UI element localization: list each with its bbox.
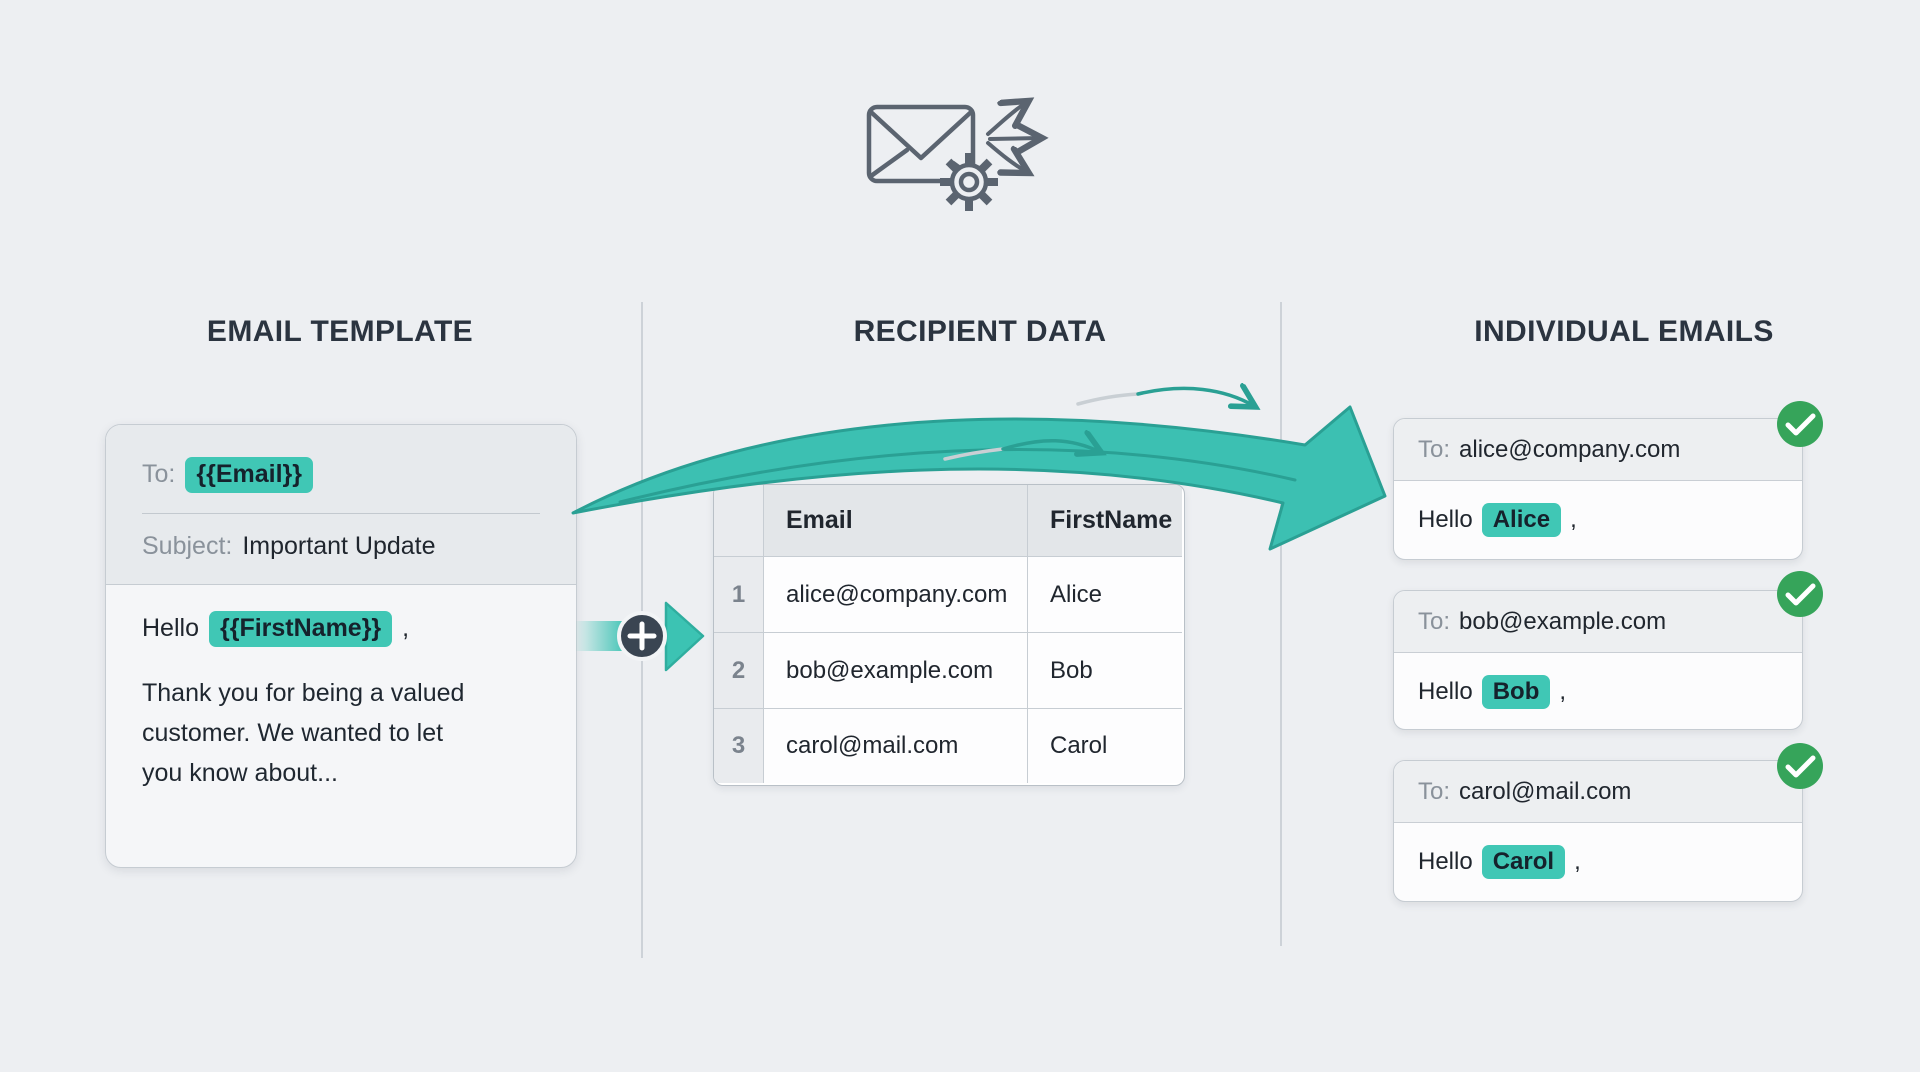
row-number: 2 — [714, 633, 764, 709]
table-corner-cell — [714, 485, 764, 557]
email-address: carol@mail.com — [1459, 777, 1632, 805]
cell-firstname: Alice — [1028, 557, 1182, 633]
to-label: To: — [1418, 607, 1451, 635]
greeting-prefix: Hello — [1418, 848, 1473, 875]
email-card-bob: To: bob@example.com Hello Bob , — [1393, 590, 1803, 730]
row-number: 1 — [714, 557, 764, 633]
row-number: 3 — [714, 709, 764, 783]
fade-band — [576, 621, 622, 651]
merge-plus-group — [576, 601, 705, 672]
body-line: customer. We wanted to let — [142, 718, 444, 747]
motion-arrow-bottom — [943, 441, 1100, 461]
merged-name-chip: Bob — [1481, 674, 1551, 710]
body-line: you know about... — [142, 758, 338, 787]
email-placeholder-chip: {{Email}} — [185, 457, 313, 493]
greeting-suffix: , — [402, 614, 410, 643]
column-divider-right — [1280, 302, 1282, 946]
email-template-card: To: {{Email}} Subject: Important Update … — [105, 424, 577, 868]
heading-email-template: EMAIL TEMPLATE — [206, 315, 474, 348]
email-card-body: Hello Alice , — [1394, 481, 1802, 559]
motion-arrow-top — [1076, 388, 1254, 406]
fan-arrows-icon — [986, 102, 1040, 172]
email-address: bob@example.com — [1459, 607, 1667, 635]
template-card-header: To: {{Email}} Subject: Important Update — [106, 425, 576, 585]
to-label: To: — [142, 460, 176, 489]
cell-firstname: Bob — [1028, 633, 1182, 709]
cell-email: carol@mail.com — [764, 709, 1028, 783]
greeting-suffix: , — [1574, 848, 1581, 875]
email-card-header: To: alice@company.com — [1394, 419, 1802, 481]
to-label: To: — [1418, 777, 1451, 805]
cell-email: alice@company.com — [764, 557, 1028, 633]
table-header-firstname: FirstName — [1028, 485, 1182, 557]
table-header-email: Email — [764, 485, 1028, 557]
merged-name-chip: Carol — [1481, 844, 1566, 880]
email-card-header: To: bob@example.com — [1394, 591, 1802, 653]
greeting-prefix: Hello — [142, 614, 199, 643]
firstname-placeholder-chip: {{FirstName}} — [208, 611, 393, 647]
template-to-line: To: {{Email}} — [142, 425, 540, 493]
email-card-body: Hello Carol , — [1394, 823, 1802, 901]
email-card-carol: To: carol@mail.com Hello Carol , — [1393, 760, 1803, 902]
body-line: Thank you for being a valued — [142, 678, 465, 707]
to-label: To: — [1418, 435, 1451, 463]
subject-label: Subject: — [142, 531, 233, 560]
greeting-suffix: , — [1559, 678, 1567, 705]
template-body-text: Thank you for being a valued customer. W… — [142, 673, 540, 793]
gear-icon — [940, 153, 998, 211]
envelope-icon — [866, 104, 976, 184]
template-subject-line: Subject: Important Update — [142, 532, 540, 561]
heading-recipient-data: RECIPIENT DATA — [853, 315, 1107, 348]
arrowhead-icon — [664, 601, 705, 672]
email-card-header: To: carol@mail.com — [1394, 761, 1802, 823]
recipient-data-table: Email FirstName 1 alice@company.com Alic… — [713, 484, 1185, 786]
cell-email: bob@example.com — [764, 633, 1028, 709]
greeting-suffix: , — [1570, 506, 1577, 533]
heading-individual-emails: INDIVIDUAL EMAILS — [1474, 315, 1774, 348]
template-greeting-line: Hello {{FirstName}} , — [142, 611, 540, 647]
template-header-divider — [142, 512, 540, 514]
template-card-body: Hello {{FirstName}} , Thank you for bein… — [106, 585, 576, 819]
greeting-prefix: Hello — [1418, 678, 1473, 705]
greeting-prefix: Hello — [1418, 506, 1473, 533]
subject-value: Important Update — [242, 531, 436, 560]
email-card-body: Hello Bob , — [1394, 653, 1802, 729]
merged-name-chip: Alice — [1481, 502, 1562, 538]
email-card-alice: To: alice@company.com Hello Alice , — [1393, 418, 1803, 560]
column-divider-left — [641, 302, 643, 958]
mail-merge-icon — [866, 102, 1040, 211]
cell-firstname: Carol — [1028, 709, 1182, 783]
email-address: alice@company.com — [1459, 435, 1681, 463]
